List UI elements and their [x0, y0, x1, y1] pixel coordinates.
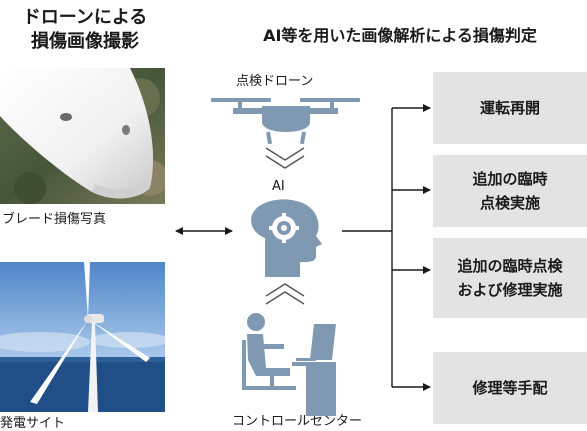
blade-damage-photo: [0, 68, 165, 204]
result-box-resume-operation: 運転再開: [433, 72, 587, 144]
control-center-label: コントロールセンター: [232, 414, 363, 429]
heading-ai-analysis: AI等を用いた画像解析による損傷判定: [263, 26, 537, 45]
ai-head-icon: [251, 199, 322, 277]
result-line: 追加の臨時: [472, 170, 548, 188]
chevrons-up-icon: [265, 283, 305, 305]
heading-left-line2: 損傷画像撮影: [31, 31, 139, 52]
result-box-arrange-repair: 修理等手配: [433, 352, 587, 424]
result-line: および修理実施: [457, 281, 563, 299]
result-line: 点検実施: [479, 194, 540, 212]
drone-icon: [211, 98, 360, 145]
result-line: 運転再開: [479, 99, 540, 117]
heading-left-line1: ドローンによる: [22, 7, 148, 28]
result-line: 追加の臨時点検: [457, 257, 563, 275]
operator-icon: [242, 313, 336, 416]
result-line: 修理等手配: [472, 379, 548, 397]
ai-label: AI: [272, 179, 285, 194]
drone-label: 点検ドローン: [236, 74, 314, 89]
heading-drone-imaging: ドローンによる 損傷画像撮影: [0, 6, 170, 54]
chevrons-down-icon: [265, 147, 305, 169]
result-box-additional-inspection: 追加の臨時 点検実施: [433, 155, 587, 227]
branch-connector: [342, 104, 431, 391]
blade-photo-caption: ブレード損傷写真: [2, 212, 107, 227]
wind-farm-photo: [0, 262, 165, 412]
result-box-inspection-and-repair: 追加の臨時点検 および修理実施: [433, 238, 587, 318]
